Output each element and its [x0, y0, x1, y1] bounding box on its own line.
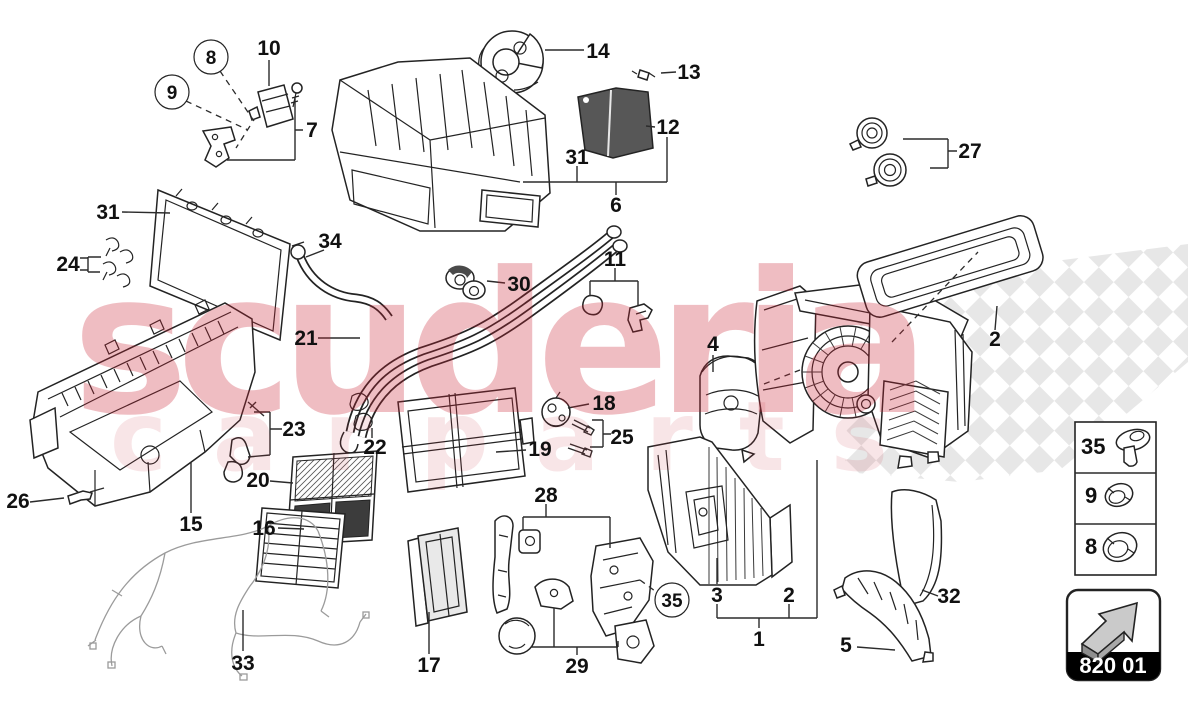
leader-lines [29, 49, 998, 655]
part-31-heat-exchanger [149, 188, 291, 342]
small-grommet-icon [1104, 482, 1134, 508]
callout-labels: 8 9 10 7 14 13 12 31 6 27 31 24 34 30 11… [6, 37, 1001, 678]
callout-34: 34 [318, 230, 342, 253]
callout-2-topright: 2 [989, 328, 1001, 351]
callout-22: 22 [363, 436, 386, 459]
part-15-heater-unit [29, 299, 256, 507]
callout-32: 32 [937, 585, 960, 608]
callout-10: 10 [257, 37, 280, 60]
part-30-grommet-pair [445, 265, 486, 300]
callout-24: 24 [56, 253, 80, 276]
legend-ref-9: 9 [1085, 483, 1097, 508]
part-29-caps [498, 617, 655, 664]
part-2-frame [856, 215, 1044, 318]
callout-5: 5 [840, 634, 852, 657]
part-32-panel [890, 489, 943, 607]
callout-13: 13 [677, 61, 700, 84]
arrow-up-right-3d-icon [1080, 601, 1138, 664]
callout-29: 29 [565, 655, 588, 678]
callout-23: 23 [282, 418, 305, 441]
group-code: 820 01 [1079, 653, 1146, 678]
hardware-legend: 35 9 8 [1074, 421, 1157, 576]
part-27-coil-fasteners [848, 117, 907, 187]
callout-15: 15 [179, 513, 203, 536]
watermark: scuderia car parts [72, 231, 934, 493]
part-34-hose [290, 241, 393, 321]
part-33-wiring-harness [87, 517, 370, 681]
callout-12: 12 [656, 116, 679, 139]
part-12-insulation-flap [577, 87, 654, 159]
callout-8-circle: 8 [206, 48, 217, 69]
callout-19: 19 [528, 438, 551, 461]
part-11-clips [582, 294, 653, 333]
callout-28: 28 [534, 484, 558, 507]
callout-7: 7 [306, 119, 318, 142]
callout-30: 30 [507, 273, 530, 296]
seal-ring-icon [1102, 531, 1138, 563]
callout-1: 1 [753, 628, 765, 651]
part-5-duct [833, 570, 934, 663]
screw-fastener-icon [1115, 428, 1151, 467]
part-19-frame [397, 387, 535, 493]
callout-3: 3 [711, 584, 723, 607]
group-code-box: 820 01 [1065, 588, 1162, 682]
part-24-clips [102, 237, 134, 288]
legend-ref-8: 8 [1085, 534, 1097, 559]
callout-26: 26 [6, 490, 29, 513]
part-6-housing [331, 57, 551, 232]
watermark-word-car: car [110, 381, 417, 493]
callout-33: 33 [231, 652, 254, 675]
callout-14: 14 [586, 40, 610, 63]
part-13-clip [631, 69, 656, 81]
part-21-pipes [339, 225, 628, 454]
part-26-clip [67, 487, 105, 505]
legend-ref-35: 35 [1081, 434, 1105, 459]
part-28-bracket-set [492, 515, 654, 637]
callout-17: 17 [417, 654, 440, 677]
callout-21: 21 [294, 327, 318, 350]
callout-35-circle: 35 [661, 591, 683, 612]
callout-11: 11 [604, 248, 627, 271]
part-18-actuator [541, 391, 571, 428]
part-7-bracket [201, 126, 236, 168]
callout-2-bottom: 2 [783, 584, 795, 607]
callout-27: 27 [958, 140, 981, 163]
callout-6: 6 [610, 194, 622, 217]
callout-18: 18 [592, 392, 616, 415]
part-25-screws [567, 419, 595, 458]
callout-25: 25 [610, 426, 634, 449]
watermark-word-parts: parts [420, 381, 934, 493]
part-17-panel [407, 527, 468, 627]
part-10-sensor [248, 82, 303, 128]
callout-16: 16 [252, 517, 275, 540]
callout-4: 4 [707, 333, 719, 356]
callout-31-left: 31 [96, 201, 120, 224]
part-3-side-panel [647, 436, 793, 586]
callout-9-circle: 9 [167, 83, 178, 104]
watermark-brand: scuderia [72, 231, 918, 459]
part-23-screw-linkage [223, 401, 265, 483]
part-22-clips [349, 392, 373, 431]
callout-20: 20 [246, 469, 269, 492]
callout-31-center: 31 [565, 146, 589, 169]
